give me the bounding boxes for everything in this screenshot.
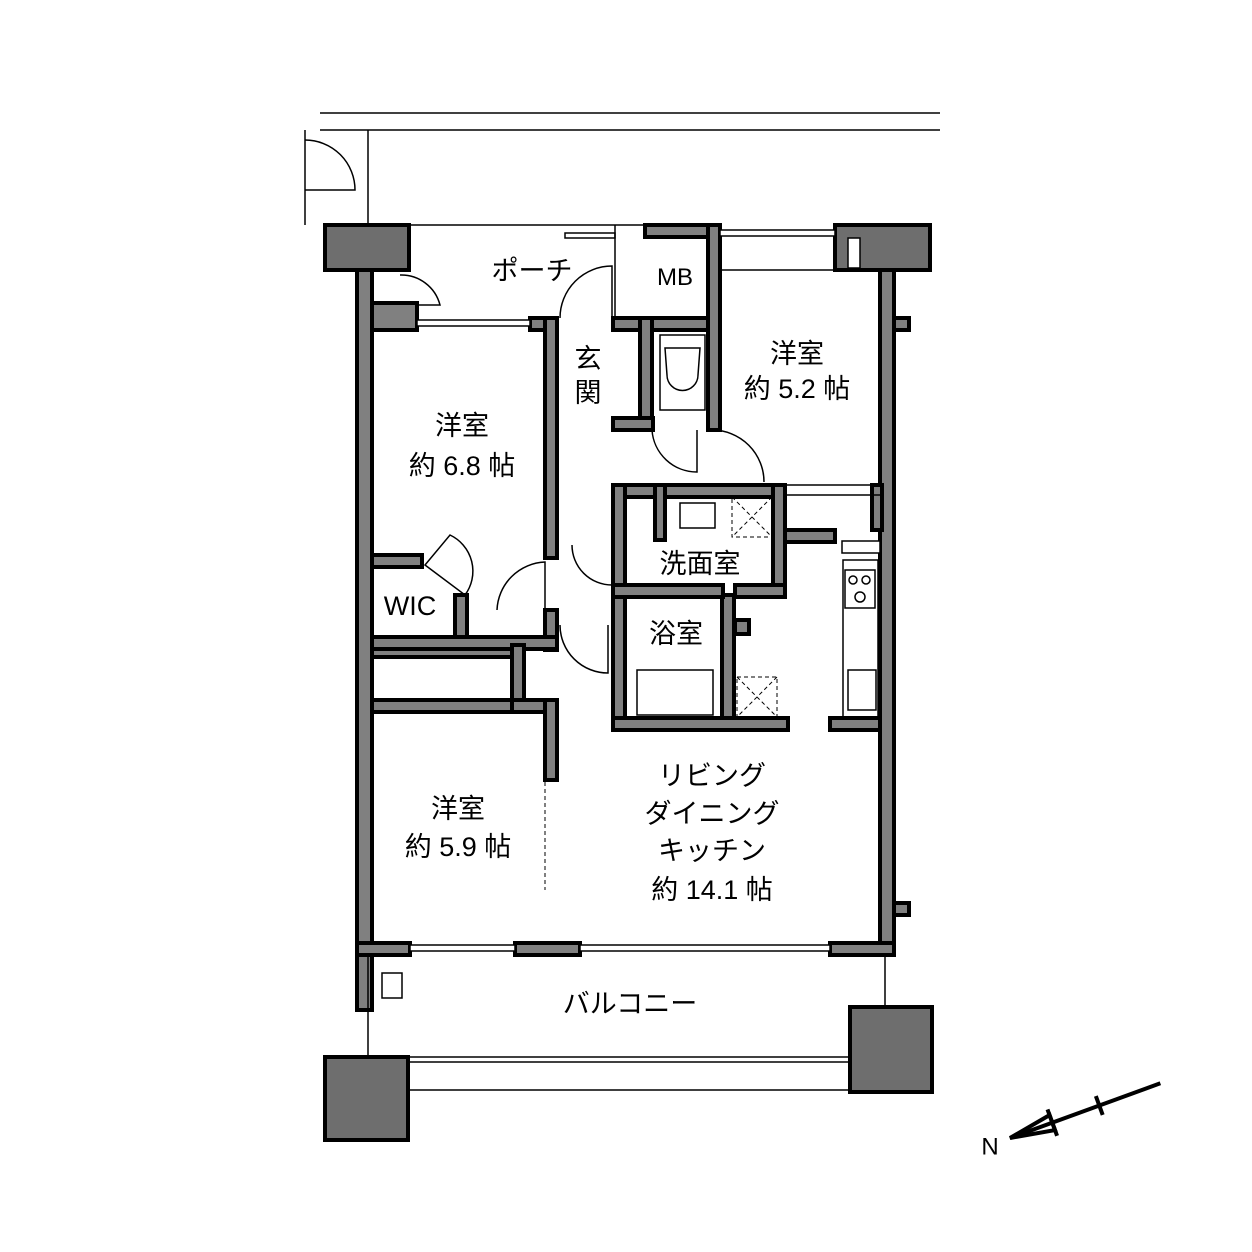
wic-label: WIC xyxy=(384,591,436,621)
kitchen-sink xyxy=(847,669,877,711)
meter-door-swing xyxy=(399,274,441,306)
ldk-line1: リビング xyxy=(658,761,766,791)
bedroom-c-name: 洋室 xyxy=(431,794,485,824)
ldk-line2: ダイニング xyxy=(645,799,780,829)
bathroom-label: 浴室 xyxy=(649,619,703,649)
ldk-line3: キッチン xyxy=(658,836,766,866)
bathtub xyxy=(636,669,714,716)
ldk-size: 約 14.1 帖 xyxy=(651,875,773,905)
toilet xyxy=(659,334,706,411)
porch-label: ポーチ xyxy=(492,256,573,286)
column-bottom-right xyxy=(848,1005,934,1094)
porch xyxy=(399,224,645,319)
corridor-railing xyxy=(304,112,940,225)
mb-label: MB xyxy=(657,264,693,291)
bedroom-a-size: 約 6.8 帖 xyxy=(409,451,516,481)
balcony-faucet xyxy=(381,972,403,999)
bedroom-a-name: 洋室 xyxy=(435,411,489,441)
doors xyxy=(386,429,765,890)
column-bottom-left xyxy=(323,1055,410,1142)
walls xyxy=(355,223,911,1012)
bedroom-b-name: 洋室 xyxy=(770,339,824,369)
fixtures xyxy=(381,334,881,999)
column-top-left xyxy=(323,223,411,272)
north-arrow-icon: N xyxy=(981,1081,1162,1161)
windows xyxy=(409,229,880,952)
washbasin xyxy=(679,502,716,529)
entrance-label-2: 関 xyxy=(575,378,602,408)
stove xyxy=(844,569,876,609)
bedroom-b-size: 約 5.2 帖 xyxy=(744,374,851,404)
entrance-label-1: 玄 xyxy=(575,344,602,374)
balcony xyxy=(367,955,886,1091)
kitchen-counter xyxy=(842,559,879,719)
balcony-label: バルコニー xyxy=(563,989,697,1019)
bedroom-c-size: 約 5.9 帖 xyxy=(405,832,512,862)
entrance-door-swing xyxy=(559,265,613,319)
washroom-label: 洗面室 xyxy=(660,549,741,579)
compass-north-label: N xyxy=(981,1134,998,1161)
